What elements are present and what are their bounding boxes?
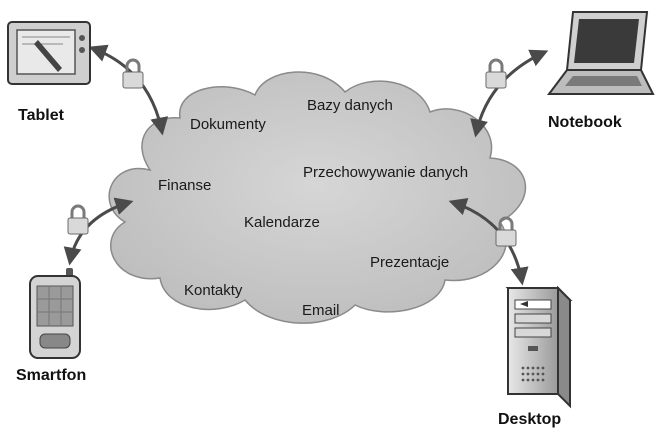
smartphone-icon (29, 268, 81, 359)
label-presentations: Prezentacje (370, 254, 450, 271)
label-storage: Przechowywanie danych (303, 164, 469, 181)
lock-icon (122, 58, 144, 89)
desktop-icon (505, 285, 573, 409)
label-databases: Bazy danych (307, 97, 393, 114)
tablet-icon (7, 21, 91, 85)
label-calendars: Kalendarze (244, 214, 320, 231)
lock-icon (485, 58, 507, 89)
lock-icon (67, 204, 89, 235)
arrow-notebook (470, 49, 549, 138)
device-label-notebook: Notebook (548, 114, 622, 131)
label-finance: Finanse (158, 177, 212, 194)
device-label-desktop: Desktop (498, 411, 562, 428)
label-contacts: Kontakty (184, 282, 243, 299)
label-email: Email (302, 302, 340, 319)
device-label-smartphone: Smartfon (16, 367, 87, 384)
arrow-tablet (88, 44, 169, 136)
arrow-smartphone (63, 197, 134, 266)
notebook-icon (547, 11, 655, 95)
label-documents: Dokumenty (190, 116, 266, 133)
device-label-tablet: Tablet (18, 107, 64, 124)
lock-icon (495, 216, 517, 247)
